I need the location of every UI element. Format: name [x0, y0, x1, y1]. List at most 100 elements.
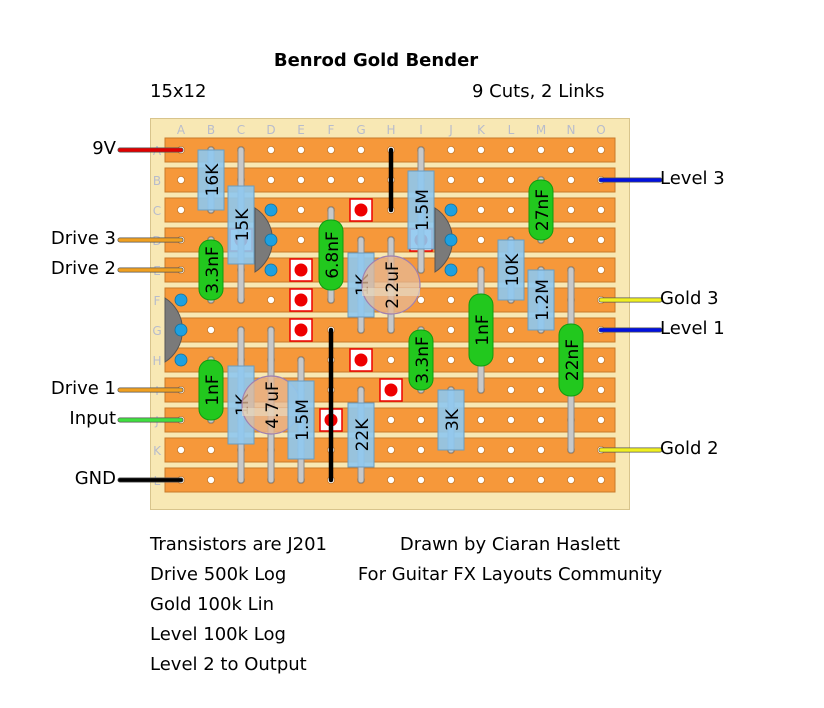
column-label: D: [266, 123, 275, 137]
hole: [506, 145, 515, 154]
layout-title: Benrod Gold Bender: [273, 50, 479, 71]
transistor-pin: [264, 263, 278, 277]
hole: [476, 475, 485, 484]
wire-label: Gold 3: [660, 288, 719, 309]
row-label: F: [154, 294, 161, 308]
hole: [206, 445, 215, 454]
hole: [567, 205, 576, 214]
notes: Transistors are J201 Drive 500k Log Gold…: [150, 530, 327, 680]
note-drive-pot: Drive 500k Log: [150, 564, 287, 585]
row-label: C: [153, 204, 161, 218]
electrolytic-2-2uf: 2.2uF: [361, 236, 421, 334]
component-value: 3K: [443, 408, 463, 431]
row-label: H: [152, 354, 161, 368]
credit-community: For Guitar FX Layouts Community: [357, 564, 663, 585]
hole: [506, 385, 515, 394]
cuts-links-count: 9 Cuts, 2 Links: [472, 81, 605, 102]
resistor-16k: 16K: [197, 146, 225, 214]
film_cap-1nf: 1nF: [198, 356, 224, 424]
resistor-1-2m: 1.2M: [527, 266, 555, 334]
resistor-body: [437, 389, 465, 451]
wire-label: Drive 3: [50, 228, 116, 249]
column-label: B: [207, 123, 215, 137]
hole: [537, 415, 546, 424]
hole: [356, 175, 365, 184]
hole: [506, 355, 515, 364]
hole: [296, 145, 305, 154]
wire-label: Level 1: [660, 318, 725, 339]
resistor-body: [347, 402, 375, 468]
hole: [567, 145, 576, 154]
film-cap-body: [558, 323, 584, 397]
track-cut-dot: [354, 203, 368, 217]
film_cap-27nf: 27nF: [528, 176, 554, 244]
resistor-15k: 15K: [227, 146, 255, 304]
column-label: K: [477, 123, 486, 137]
hole: [356, 145, 365, 154]
hole: [537, 385, 546, 394]
row-label: B: [153, 174, 161, 188]
component-value: 15K: [233, 208, 253, 242]
transistor-q2: [434, 203, 458, 277]
transistor-pin: [174, 293, 188, 307]
film-cap-body: [198, 239, 224, 301]
hole: [506, 475, 515, 484]
hole: [416, 295, 425, 304]
hole: [476, 235, 485, 244]
transistor-pin: [174, 353, 188, 367]
resistor-body: [197, 149, 225, 211]
board-size: 15x12: [150, 81, 207, 102]
resistor-1-5m: 1.5M: [287, 356, 315, 484]
column-label: I: [419, 123, 423, 137]
film_cap-1nf: 1nF: [468, 266, 494, 394]
hole: [386, 415, 395, 424]
hole: [476, 145, 485, 154]
component-value: 1.2M: [533, 279, 553, 321]
hole: [537, 145, 546, 154]
column-label: N: [567, 123, 576, 137]
note-level-pot: Level 100k Log: [150, 624, 286, 645]
electrolytic-4-7uf: 4.7uF: [241, 326, 301, 484]
component-value: 3.3nF: [203, 246, 223, 294]
wire-label: Drive 1: [50, 378, 116, 399]
hole: [597, 385, 606, 394]
column-label: J: [448, 123, 453, 137]
component-value: 1.5M: [293, 399, 313, 441]
component-value: 4.7uF: [263, 381, 283, 429]
hole: [597, 355, 606, 364]
hole: [416, 415, 425, 424]
hole: [476, 445, 485, 454]
track-cut-dot: [294, 263, 308, 277]
hole: [296, 205, 305, 214]
transistor-q3: [164, 293, 188, 367]
component-value: 2.2uF: [383, 261, 403, 309]
resistor-body: [227, 185, 255, 265]
film-cap-body: [528, 179, 554, 241]
transistor-pin: [264, 233, 278, 247]
hole: [446, 475, 455, 484]
column-label: O: [596, 123, 605, 137]
note-output: Level 2 to Output: [150, 654, 307, 675]
hole: [537, 445, 546, 454]
film-cap-body: [318, 219, 344, 291]
note-transistors: Transistors are J201: [150, 534, 328, 555]
column-label: F: [328, 123, 335, 137]
wire-label: Input: [69, 408, 116, 429]
hole: [597, 235, 606, 244]
component-value: 10K: [503, 253, 523, 287]
component-value: 3.3nF: [413, 336, 433, 384]
hole: [176, 205, 185, 214]
component-value: 22nF: [563, 339, 583, 381]
hole: [446, 175, 455, 184]
film-cap-body: [468, 293, 494, 367]
transistor-pin: [264, 203, 278, 217]
hole: [506, 175, 515, 184]
resistor-22k: 22K: [347, 386, 375, 484]
hole: [506, 445, 515, 454]
credits: Drawn by Ciaran Haslett For Guitar FX La…: [340, 530, 680, 590]
row-label: K: [153, 444, 162, 458]
component-value: 1nF: [473, 314, 493, 345]
hole: [567, 235, 576, 244]
track-cut-dot: [294, 293, 308, 307]
